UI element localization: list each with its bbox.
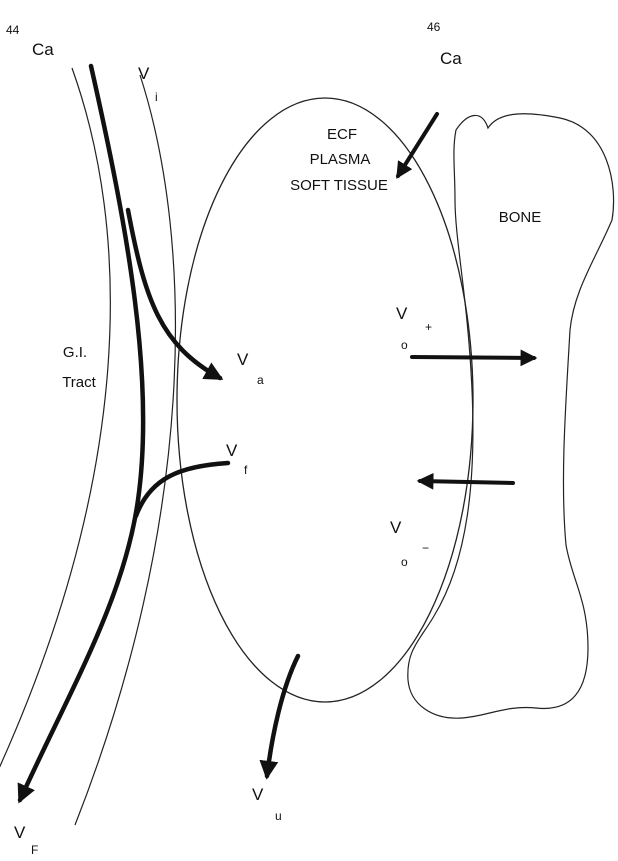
- flux-label-vF: V F: [14, 823, 38, 856]
- bone-outline: [408, 114, 614, 718]
- pool-label-line2: PLASMA: [310, 151, 371, 168]
- iv-isotope-mass: 46: [427, 20, 441, 34]
- svg-text:F: F: [31, 843, 38, 856]
- svg-text:i: i: [155, 90, 158, 104]
- oral-isotope-element: Ca: [32, 40, 54, 59]
- pool-label-line3: SOFT TISSUE: [290, 177, 388, 194]
- flux-label-vu: V u: [252, 785, 282, 823]
- bone-resorption-arrow: [420, 481, 513, 483]
- oral-tracer-gut-path: [20, 66, 143, 800]
- oral-isotope-label: 44 Ca: [6, 23, 54, 59]
- svg-text:a: a: [257, 373, 264, 387]
- oral-isotope-mass: 44: [6, 23, 20, 37]
- flux-label-vi: V i: [138, 64, 158, 104]
- svg-text:V: V: [390, 518, 402, 537]
- svg-text:V: V: [226, 441, 238, 460]
- svg-text:V: V: [138, 64, 150, 83]
- svg-text:u: u: [275, 809, 282, 823]
- svg-text:V: V: [14, 823, 26, 842]
- flux-label-vo-plus: V o +: [396, 304, 432, 352]
- svg-text:V: V: [237, 350, 249, 369]
- svg-text:o: o: [401, 555, 408, 569]
- gi-tract-inner-wall: [75, 75, 175, 825]
- svg-text:f: f: [244, 463, 248, 477]
- pool-label-line1: ECF: [327, 126, 357, 143]
- flux-label-vo-minus: V o −: [390, 518, 429, 569]
- flux-label-va: V a: [237, 350, 264, 387]
- urinary-excretion-arrow: [267, 656, 298, 776]
- endogenous-fecal-secretion-path: [136, 463, 228, 516]
- svg-text:−: −: [422, 541, 429, 555]
- iv-isotope-label: 46 Ca: [427, 20, 462, 68]
- iv-isotope-element: Ca: [440, 49, 462, 68]
- svg-text:V: V: [396, 304, 408, 323]
- gi-tract-outer-wall: [0, 68, 110, 775]
- gi-tract-label-line1: G.I.: [63, 344, 87, 361]
- svg-text:V: V: [252, 785, 264, 804]
- svg-text:o: o: [401, 338, 408, 352]
- flux-label-vf: V f: [226, 441, 248, 477]
- gi-tract-label-line2: Tract: [62, 374, 96, 391]
- bone-label: BONE: [499, 209, 542, 226]
- svg-text:+: +: [425, 320, 432, 334]
- bone-deposition-arrow: [412, 357, 534, 358]
